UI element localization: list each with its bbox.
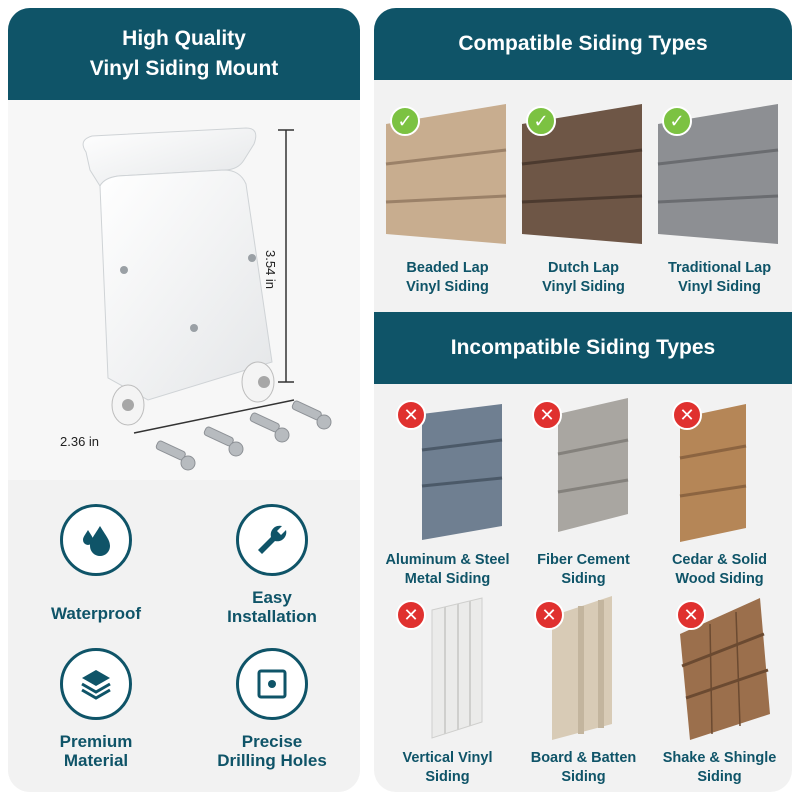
siding-label-line: Dutch Lap xyxy=(548,260,619,276)
siding-label-line: Cedar & Solid xyxy=(671,552,768,568)
feature-easy-installation: Easy Installation xyxy=(184,504,360,626)
close-icon: ✕ xyxy=(396,400,426,430)
feature-label-line: Material xyxy=(63,751,129,770)
siding-label-line: Siding xyxy=(561,769,606,785)
siding-label: Shake & Shingle Siding xyxy=(650,749,789,787)
product-title: High Quality Vinyl Siding Mount xyxy=(8,8,360,100)
check-icon: ✓ xyxy=(662,106,692,136)
close-icon: ✕ xyxy=(676,600,706,630)
water-drops-icon xyxy=(60,504,132,576)
siding-image: ✕ xyxy=(650,594,789,749)
close-icon: ✕ xyxy=(532,400,562,430)
feature-label-easy-installation: Easy Installation xyxy=(184,588,360,626)
siding-image: ✕ xyxy=(650,396,789,551)
feature-label-line: Drilling Holes xyxy=(217,751,327,770)
incompatible-item-board-batten: ✕ Board & Batten Siding xyxy=(514,594,653,787)
close-icon: ✕ xyxy=(672,400,702,430)
feature-premium-material: Premium Material xyxy=(8,648,184,770)
siding-label-line: Fiber Cement xyxy=(537,552,630,568)
feature-label-premium-material: Premium Material xyxy=(8,732,184,770)
siding-label-line: Siding xyxy=(697,769,742,785)
siding-label-line: Traditional Lap xyxy=(667,260,772,276)
product-image-area: 3.54 in 2.36 in xyxy=(8,100,360,480)
feature-label-line: Installation xyxy=(227,607,317,626)
feature-label-line: Premium xyxy=(59,732,133,751)
product-panel: High Quality Vinyl Siding Mount xyxy=(8,8,360,792)
siding-label: Board & Batten Siding xyxy=(514,749,653,787)
feature-grid: Waterproof Easy Installation Premium Mat… xyxy=(8,480,360,792)
siding-label-line: Vinyl Siding xyxy=(406,279,489,295)
siding-label: Cedar & Solid Wood Siding xyxy=(650,551,789,589)
compatible-item-traditional-lap: ✓ Traditional Lap Vinyl Siding xyxy=(650,104,789,297)
siding-image: ✓ xyxy=(378,104,517,259)
check-icon: ✓ xyxy=(390,106,420,136)
siding-image: ✕ xyxy=(514,396,653,551)
siding-label-line: Aluminum & Steel xyxy=(385,552,510,568)
siding-label-line: Metal Siding xyxy=(404,571,491,587)
siding-label: Aluminum & Steel Metal Siding xyxy=(378,551,517,589)
incompatible-title: Incompatible Siding Types xyxy=(374,312,792,384)
incompatible-item-cedar: ✕ Cedar & Solid Wood Siding xyxy=(650,396,789,589)
feature-precise-drilling: Precise Drilling Holes xyxy=(184,648,360,770)
incompatible-item-shake-shingle: ✕ Shake & Shingle Siding xyxy=(650,594,789,787)
siding-label-line: Board & Batten xyxy=(530,750,637,766)
siding-image: ✕ xyxy=(514,594,653,749)
feature-label-precise-drilling: Precise Drilling Holes xyxy=(184,732,360,770)
siding-label-line: Vertical Vinyl xyxy=(402,750,493,766)
feature-label-line: Easy xyxy=(252,588,292,607)
feature-label-line: Precise xyxy=(241,732,303,751)
siding-label-line: Beaded Lap xyxy=(406,260,489,276)
siding-label-line: Shake & Shingle xyxy=(662,750,777,766)
layers-icon xyxy=(60,648,132,720)
width-dimension-label: 2.36 in xyxy=(60,434,100,449)
incompatible-item-metal: ✕ Aluminum & Steel Metal Siding xyxy=(378,396,517,589)
siding-label-line: Vinyl Siding xyxy=(542,279,625,295)
compatible-item-dutch-lap: ✓ Dutch Lap Vinyl Siding xyxy=(514,104,653,297)
compatible-title: Compatible Siding Types xyxy=(374,8,792,80)
feature-waterproof: Waterproof xyxy=(8,504,184,623)
siding-image: ✕ xyxy=(378,594,517,749)
incompatible-item-vertical-vinyl: ✕ Vertical Vinyl Siding xyxy=(378,594,517,787)
product-title-line1: High Quality xyxy=(122,27,246,50)
siding-label: Fiber Cement Siding xyxy=(514,551,653,589)
siding-label: Vertical Vinyl Siding xyxy=(378,749,517,787)
compatible-item-beaded-lap: ✓ Beaded Lap Vinyl Siding xyxy=(378,104,517,297)
wrench-icon xyxy=(236,504,308,576)
siding-image: ✓ xyxy=(514,104,653,259)
siding-label: Dutch Lap Vinyl Siding xyxy=(514,259,653,297)
feature-label-waterproof: Waterproof xyxy=(50,604,142,623)
close-icon: ✕ xyxy=(534,600,564,630)
close-icon: ✕ xyxy=(396,600,426,630)
incompatible-item-fiber-cement: ✕ Fiber Cement Siding xyxy=(514,396,653,589)
siding-label-line: Vinyl Siding xyxy=(678,279,761,295)
mount-illustration xyxy=(82,127,332,471)
siding-types-panel: Compatible Siding Types ✓ Beaded Lap Vin… xyxy=(374,8,792,792)
siding-image: ✕ xyxy=(378,396,517,551)
height-dimension-label: 3.54 in xyxy=(263,250,278,290)
product-title-line2: Vinyl Siding Mount xyxy=(89,57,279,80)
check-icon: ✓ xyxy=(526,106,556,136)
siding-label-line: Siding xyxy=(561,571,606,587)
siding-label-line: Siding xyxy=(425,769,470,785)
siding-label-line: Wood Siding xyxy=(675,571,764,587)
siding-label: Traditional Lap Vinyl Siding xyxy=(650,259,789,297)
siding-label: Beaded Lap Vinyl Siding xyxy=(378,259,517,297)
drill-hole-icon xyxy=(236,648,308,720)
siding-image: ✓ xyxy=(650,104,789,259)
